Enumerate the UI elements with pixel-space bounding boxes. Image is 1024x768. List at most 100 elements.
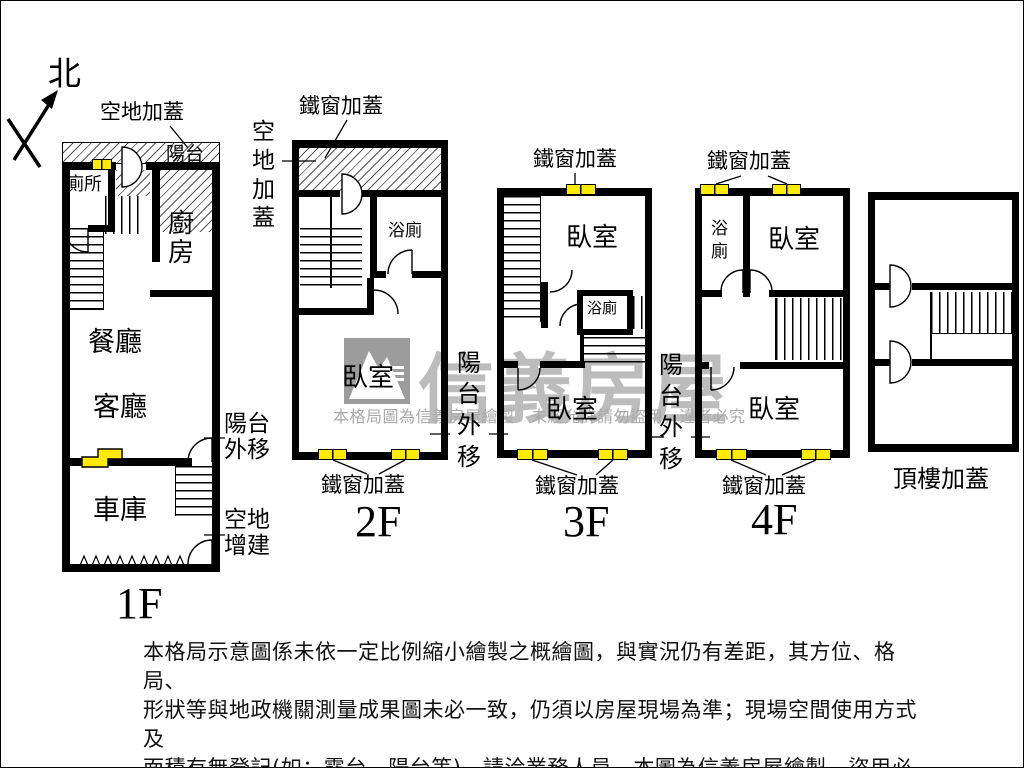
open-cover-label-2f: 空地加蓋 [252, 119, 275, 232]
wall [868, 192, 1019, 200]
wall [912, 359, 1019, 366]
floor-label-1f: 1F [116, 579, 163, 628]
wall [912, 283, 1019, 290]
bath-label-4f: 浴廁 [711, 219, 728, 262]
iron-window-marker [318, 449, 347, 460]
wall [292, 140, 299, 460]
wall [497, 450, 652, 458]
wall [62, 458, 192, 466]
stair-line [580, 335, 584, 363]
door-roof-upper [889, 264, 912, 308]
leader-iron-top-4f [715, 175, 742, 185]
iron-window-marker [92, 159, 112, 170]
sinyi-house-logo [344, 338, 410, 404]
leader-iron-bottom-4f [781, 459, 817, 476]
leader-iron-bottom-2f [378, 459, 406, 475]
wall [740, 362, 843, 369]
watermark-brand-text: 信義房屋 [418, 345, 730, 434]
wall [146, 162, 220, 170]
wall [62, 162, 70, 572]
north-label: 北 [48, 54, 81, 93]
iron-window-label-4f-bottom: 鐵窗加蓋 [722, 474, 806, 498]
door-garage-1f [187, 539, 213, 565]
staircase-3f-up [633, 296, 645, 329]
staircase-3f [504, 196, 541, 322]
open-cover-hatch-2f [299, 148, 441, 192]
wall [497, 361, 518, 368]
door-stairs-2f [373, 289, 399, 315]
iron-window-marker [566, 184, 596, 195]
bath-label-2f: 浴廁 [388, 221, 422, 241]
steps-1f [105, 196, 145, 234]
iron-window-marker [391, 449, 420, 460]
disclaimer-line-2: 形狀等與地政機關測量成果圖未必一致，仍須以房屋現場為準；現場空間使用方式及 [143, 698, 917, 751]
wall [743, 196, 750, 295]
wall [152, 162, 160, 262]
staircase-4f [775, 298, 843, 360]
iron-window-marker [772, 184, 801, 195]
wall [62, 564, 220, 572]
wall [367, 278, 374, 315]
iron-window-marker [598, 449, 628, 460]
staircase-roof [930, 292, 1012, 334]
wall [150, 290, 214, 297]
door-bedroom-3f [549, 269, 573, 293]
wall [412, 271, 448, 278]
balcony-out-label-1f: 陽台外移 [224, 411, 270, 463]
door-roof-lower [889, 340, 912, 384]
open-cover-hatch-1f [116, 170, 150, 196]
iron-window-label-4f-top: 鐵窗加蓋 [707, 149, 791, 173]
wall [695, 450, 850, 458]
wall [627, 290, 633, 335]
bedroom-top-label-4f: 臥室 [768, 225, 821, 255]
door-bath-2f [387, 249, 413, 275]
iron-window-marker [517, 449, 548, 460]
iron-window-marker [700, 184, 729, 195]
wall [743, 290, 750, 297]
leader-iron-top-4f [767, 175, 788, 185]
open-cover-label-1f: 空地加蓋 [100, 100, 184, 124]
iron-window-marker [801, 449, 831, 460]
bath-label-3f: 浴廁 [587, 299, 618, 317]
kitchen-label-1f: 廚房 [168, 209, 195, 269]
leader-iron-bottom-3f [595, 459, 614, 476]
staircase-2f [300, 228, 362, 288]
wall [695, 188, 702, 458]
floor-label-2f: 2F [355, 497, 402, 546]
leader-iron-bottom-2f [332, 459, 368, 475]
bedroom-top-label-3f: 臥室 [566, 223, 619, 253]
sinyi-roof-glyph [349, 351, 405, 399]
floor-label-3f: 3F [563, 497, 610, 546]
balcony-label-1f: 陽台 [166, 143, 205, 165]
wall [292, 140, 448, 148]
wall [212, 162, 220, 572]
balcony-out-label-3f: 陽台外移 [659, 351, 683, 473]
wall [441, 140, 448, 460]
wall [843, 188, 850, 458]
wall [645, 188, 652, 458]
iron-window-label-3f-bottom: 鐵窗加蓋 [535, 474, 619, 498]
wall [292, 452, 448, 460]
iron-window-label-3f-top: 鐵窗加蓋 [533, 147, 617, 171]
wall [1012, 192, 1019, 452]
door-bedroom-bottom-3f [517, 367, 541, 391]
iron-window-marker [716, 449, 747, 460]
leader-iron-bottom-3f [531, 459, 578, 476]
bedroom-bottom-label-3f: 臥室 [546, 395, 599, 425]
floor-label-4f: 4F [751, 495, 798, 544]
bedroom-label-2f: 臥室 [342, 363, 395, 393]
wall [695, 290, 722, 297]
bedroom-bottom-label-4f: 臥室 [748, 395, 801, 425]
wall [577, 329, 633, 335]
wall [62, 162, 116, 170]
leader-iron-bottom-4f [730, 459, 767, 476]
open-cover-hatch-1f [160, 170, 212, 232]
door-bedroom-bottom-4f [710, 366, 735, 391]
toilet-label-1f: 廁所 [66, 174, 102, 195]
wall [292, 308, 367, 315]
balcony-out-label-2f: 陽台外移 [457, 349, 481, 471]
wall [868, 192, 875, 452]
watermark-notice-text: 本格局圖為信義房屋繪製 未經允許請勿盜用，違者必究 [333, 407, 746, 426]
